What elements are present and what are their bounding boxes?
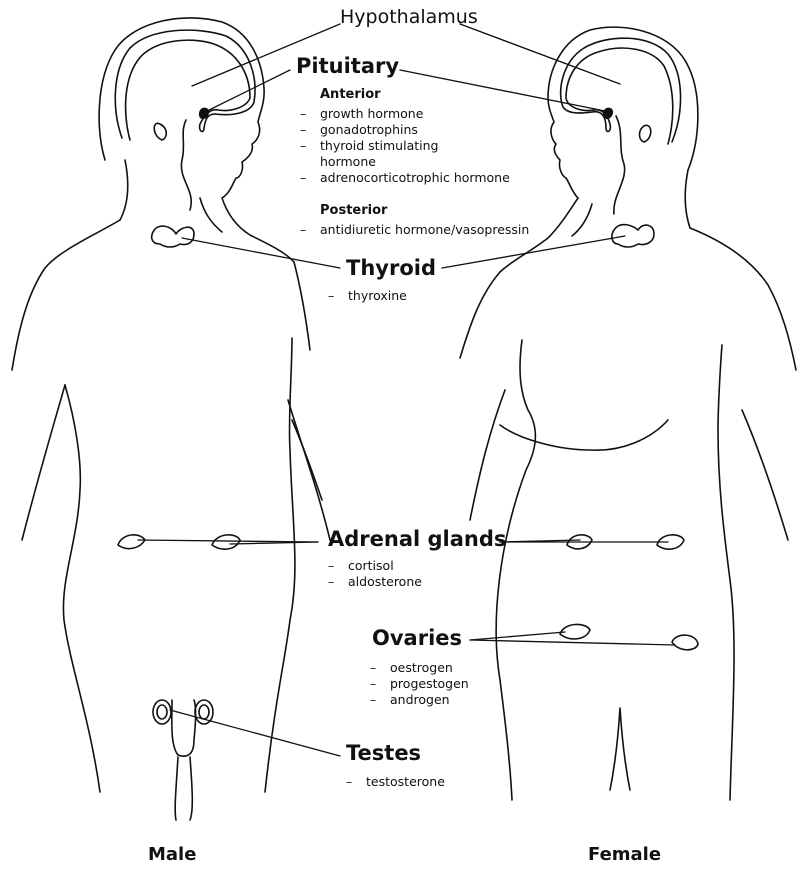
male-left-shoulder <box>12 220 120 370</box>
female-right-arm <box>742 410 788 540</box>
male-neck-right <box>200 198 222 232</box>
male-groin-right <box>190 757 192 820</box>
male-testis-right-inner <box>199 705 209 719</box>
anterior-label: Anterior <box>320 88 381 101</box>
hormone-item: hormone <box>300 154 510 170</box>
male-neck-left <box>120 160 128 220</box>
female-brain-outline <box>561 38 681 144</box>
leader-hypothalamus-female <box>460 24 620 84</box>
leader-adrenal-male-2 <box>230 542 318 544</box>
female-left-shoulder <box>460 272 500 358</box>
male-testis-left-inner <box>157 705 167 719</box>
leader-testes <box>170 710 340 756</box>
male-left-torso <box>63 385 100 792</box>
male-thyroid <box>152 226 194 247</box>
male-adrenal-right <box>212 535 240 549</box>
male-pituitary <box>200 108 209 118</box>
hormone-item: –oestrogen <box>370 660 469 676</box>
female-caption: Female <box>588 846 661 864</box>
male-right-arm <box>288 400 330 540</box>
hormone-item: –aldosterone <box>328 574 422 590</box>
posterior-label: Posterior <box>320 204 387 217</box>
female-left-body <box>496 340 535 800</box>
female-neck-inner <box>614 116 625 214</box>
leader-thyroid-female <box>442 236 625 268</box>
male-right-arm-inner <box>292 420 322 500</box>
thyroid-label: Thyroid <box>346 258 436 279</box>
female-figure <box>460 27 796 800</box>
female-legs-divide <box>610 708 630 790</box>
female-ear <box>640 125 651 142</box>
female-head-outline <box>500 27 698 272</box>
adrenal-label: Adrenal glands <box>328 529 506 550</box>
male-figure <box>12 18 330 820</box>
hypothalamus-label: Hypothalamus <box>340 8 478 27</box>
female-neck-left <box>572 204 592 236</box>
hormone-item: –androgen <box>370 692 469 708</box>
male-right-shoulder <box>294 262 310 350</box>
hormone-item: –cortisol <box>328 558 422 574</box>
hormone-item: –thyroid stimulating <box>300 138 510 154</box>
female-neck-right <box>685 170 690 228</box>
leader-ovaries-1 <box>470 632 565 640</box>
hormone-item: –gonadotrophins <box>300 122 510 138</box>
female-ovary-right <box>672 635 698 650</box>
female-thyroid <box>612 225 654 247</box>
leader-adrenal-male-1 <box>138 540 318 542</box>
male-neck-inner <box>181 120 191 210</box>
ovaries-label: Ovaries <box>372 628 462 649</box>
female-right-torso <box>718 345 734 800</box>
hormone-item: –adrenocorticotrophic hormone <box>300 170 510 186</box>
male-ear <box>154 123 166 140</box>
leader-ovaries-2 <box>470 640 675 645</box>
male-testis-left <box>153 700 171 724</box>
posterior-hormone: –antidiuretic hormone/vasopressin <box>300 222 529 238</box>
hormone-item: –progestogen <box>370 676 469 692</box>
male-left-arm <box>22 385 65 540</box>
female-pituitary <box>604 108 613 118</box>
hormone-item: –growth hormone <box>300 106 510 122</box>
male-penis <box>172 700 196 756</box>
leader-thyroid-male <box>182 238 340 268</box>
male-head-outline <box>99 18 294 262</box>
adrenal-hormone-list: –cortisol –aldosterone <box>328 558 422 590</box>
male-adrenal-left <box>118 535 145 549</box>
pituitary-label: Pituitary <box>296 56 399 77</box>
female-bust <box>500 420 668 450</box>
ovaries-hormone-list: –oestrogen –progestogen –androgen <box>370 660 469 708</box>
leader-pituitary-male <box>205 70 290 112</box>
male-groin-left <box>175 757 178 820</box>
thyroid-hormone: –thyroxine <box>328 288 407 304</box>
female-right-shoulder <box>690 228 796 370</box>
male-caption: Male <box>148 846 196 864</box>
anterior-hormone-list: –growth hormone –gonadotrophins –thyroid… <box>300 106 510 186</box>
testes-label: Testes <box>346 743 421 764</box>
testes-hormone: –testosterone <box>346 774 445 790</box>
female-left-arm <box>470 390 505 520</box>
